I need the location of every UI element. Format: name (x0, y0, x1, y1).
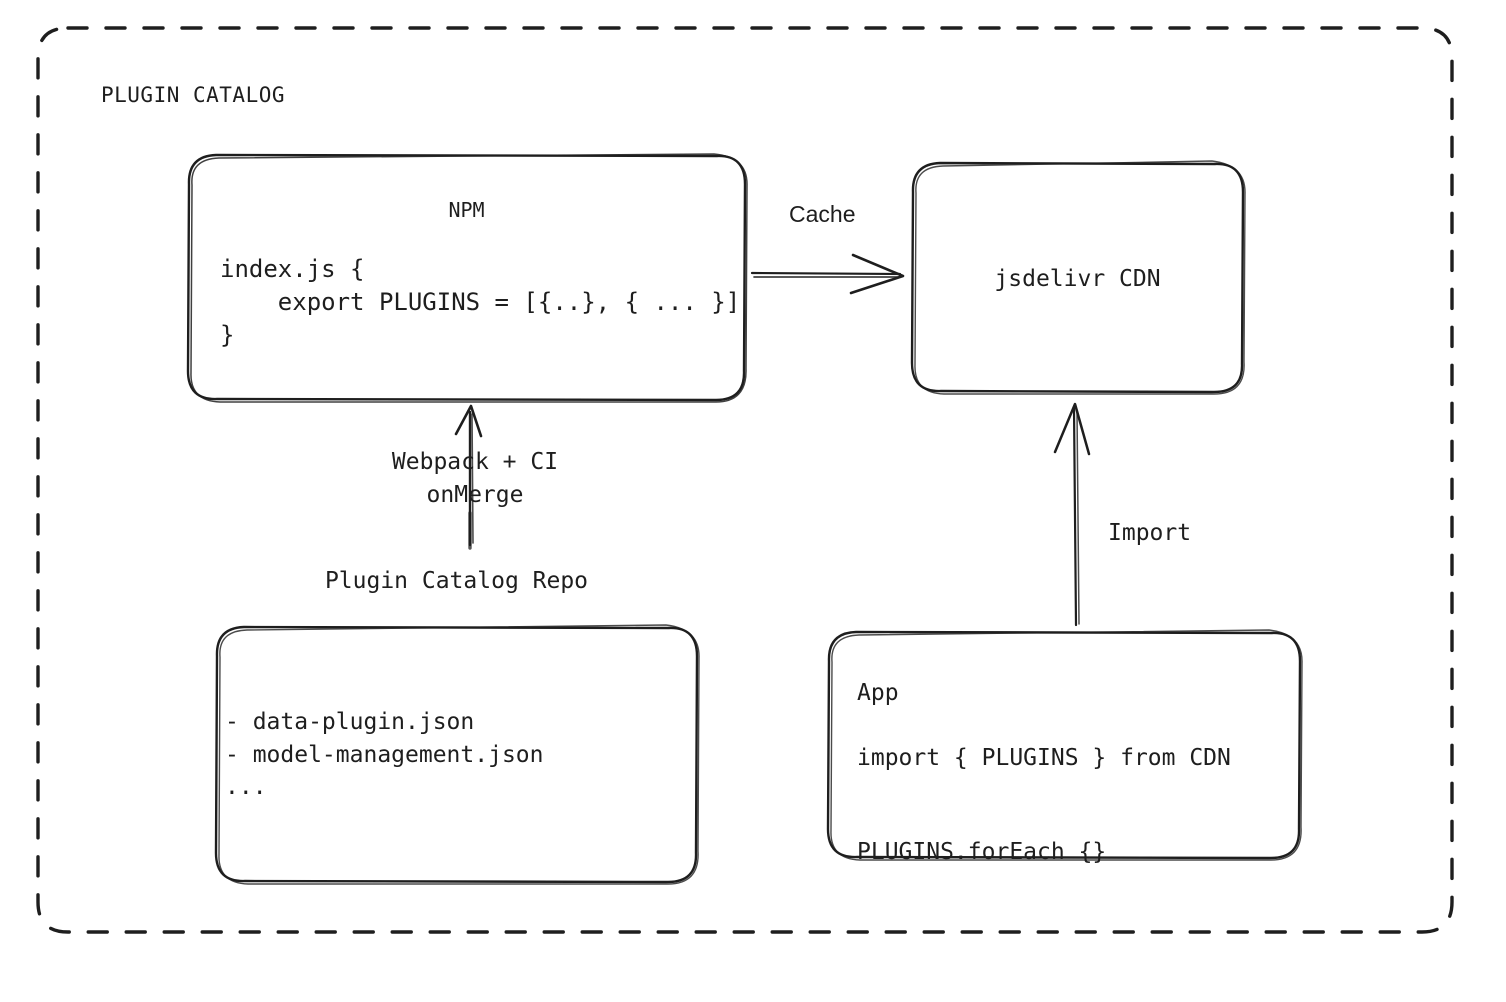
node-npm-title: NPM (448, 198, 485, 222)
node-repo-label: Plugin Catalog Repo (324, 568, 589, 594)
edge-app-to-cdn-arrow (1053, 402, 1091, 627)
node-repo-file-list: - data-plugin.json - model-management.js… (225, 709, 544, 801)
node-npm-code: index.js { export PLUGINS = [{..}, { ...… (220, 255, 741, 350)
node-app-title: App (857, 680, 899, 706)
edge-npm-to-cdn-arrow (750, 253, 905, 295)
edge-label-cache: Cache (789, 201, 856, 227)
node-app-code: import { PLUGINS } from CDN PLUGINS.forE… (857, 745, 1231, 866)
group-label-plugin-catalog: PLUGIN CATALOG (101, 83, 286, 107)
node-cdn-title: jsdelivr CDN (994, 266, 1161, 292)
edge-label-webpack-ci-onmerge: Webpack + CI onMerge (391, 449, 559, 508)
edge-label-import: Import (1108, 520, 1192, 546)
